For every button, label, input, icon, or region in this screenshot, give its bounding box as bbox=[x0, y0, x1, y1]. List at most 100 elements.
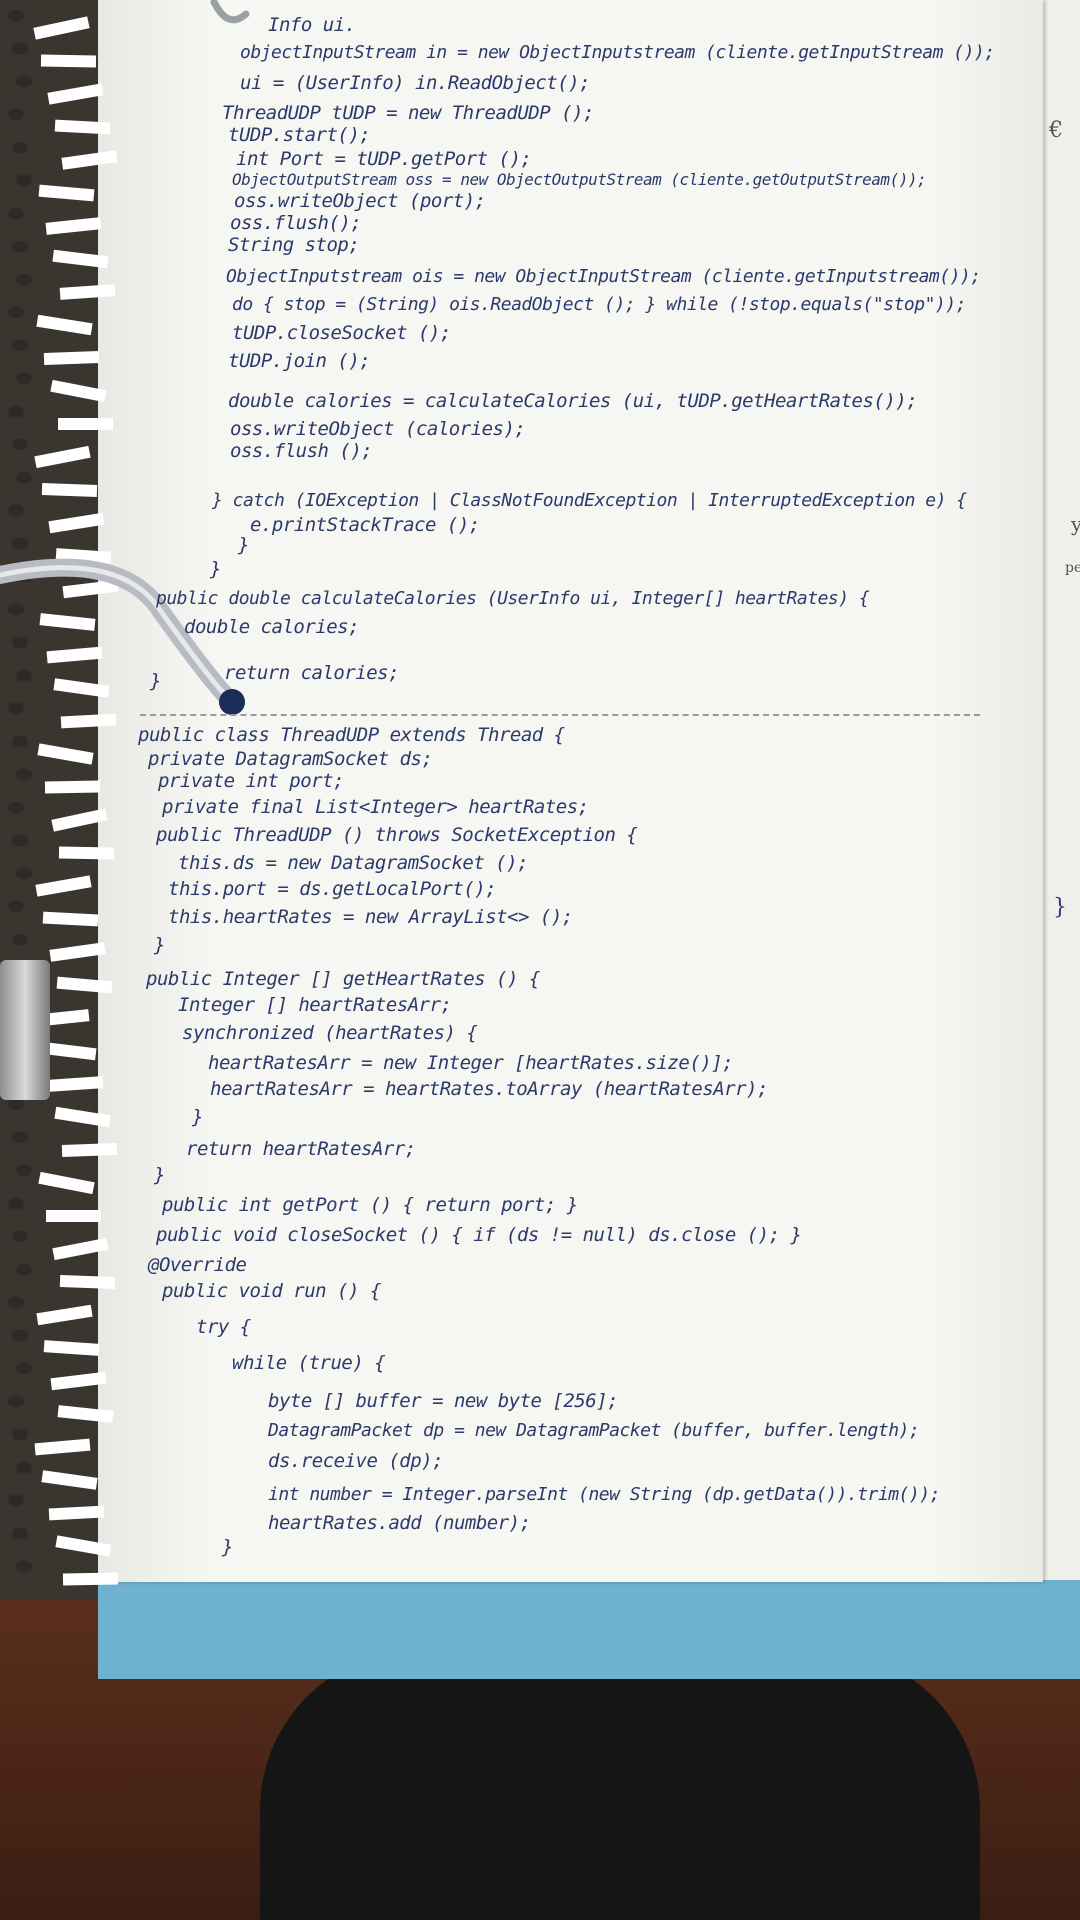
code-line: try { bbox=[196, 1316, 251, 1338]
code-line: } bbox=[238, 534, 249, 556]
torn-paper-strip bbox=[54, 1106, 111, 1128]
code-line: double calories = calculateCalories (ui,… bbox=[228, 390, 918, 412]
torn-paper-strip bbox=[46, 1210, 101, 1222]
punch-hole bbox=[16, 868, 32, 879]
code-line: int number = Integer.parseInt (new Strin… bbox=[268, 1484, 940, 1505]
punch-hole bbox=[8, 406, 24, 417]
code-line: private DatagramSocket ds; bbox=[148, 748, 433, 770]
code-line: } bbox=[154, 934, 165, 956]
torn-paper-strip bbox=[59, 1275, 116, 1289]
code-line: return calories; bbox=[224, 662, 400, 684]
punch-hole bbox=[12, 43, 28, 54]
torn-paper-strip bbox=[49, 942, 106, 962]
punch-hole bbox=[12, 439, 28, 450]
torn-paper-strip bbox=[58, 418, 113, 430]
underlying-page: € y pe bbox=[1040, 0, 1080, 1580]
torn-paper-strip bbox=[33, 16, 90, 40]
torn-paper-strip bbox=[61, 150, 118, 170]
torn-paper-strip bbox=[55, 1535, 112, 1557]
torn-paper-strip bbox=[35, 875, 92, 897]
punch-hole bbox=[12, 1231, 28, 1242]
torn-paper-strip bbox=[41, 483, 98, 497]
code-line: } catch (IOException | ClassNotFoundExce… bbox=[212, 490, 967, 511]
torn-paper-strip bbox=[43, 351, 100, 365]
punch-hole bbox=[16, 373, 32, 384]
torn-paper-strip bbox=[36, 1304, 93, 1326]
torn-paper-strip bbox=[48, 512, 105, 534]
torn-paper-strip bbox=[41, 1470, 98, 1490]
punch-hole bbox=[16, 1264, 32, 1275]
punch-hole bbox=[8, 505, 24, 516]
torn-paper-strip bbox=[47, 83, 104, 105]
torn-paper-strip bbox=[38, 1171, 95, 1195]
torn-paper-strip bbox=[59, 284, 116, 300]
punch-hole bbox=[12, 934, 28, 945]
torn-paper-strip bbox=[45, 217, 102, 235]
code-line: ObjectInputstream ois = new ObjectInputS… bbox=[226, 266, 981, 287]
torn-paper-strip bbox=[34, 445, 91, 469]
code-line: String stop; bbox=[228, 234, 360, 256]
torn-paper-strip bbox=[42, 911, 99, 927]
code-line: } bbox=[210, 558, 221, 580]
torn-paper-strip bbox=[51, 808, 108, 832]
punch-hole bbox=[12, 1330, 28, 1341]
code-line: tUDP.join (); bbox=[228, 350, 371, 372]
code-line: DatagramPacket dp = new DatagramPacket (… bbox=[268, 1420, 920, 1441]
under-page-mark: y bbox=[1071, 512, 1080, 536]
code-line: public Integer [] getHeartRates () { bbox=[146, 968, 540, 990]
code-line: synchronized (heartRates) { bbox=[182, 1022, 478, 1044]
code-line: public void closeSocket () { if (ds != n… bbox=[156, 1224, 802, 1246]
code-line: ds.receive (dp); bbox=[268, 1450, 444, 1472]
code-line: ObjectOutputStream oss = new ObjectOutpu… bbox=[232, 170, 927, 189]
code-line: ui = (UserInfo) in.ReadObject(); bbox=[240, 72, 591, 94]
punch-hole bbox=[16, 1561, 32, 1572]
torn-paper-strip bbox=[44, 780, 101, 794]
punch-hole bbox=[16, 1462, 32, 1473]
code-line: tUDP.start(); bbox=[228, 124, 371, 146]
punch-hole bbox=[16, 175, 32, 186]
code-line: Integer [] heartRatesArr; bbox=[178, 994, 452, 1016]
torn-paper-strip bbox=[34, 1438, 91, 1456]
code-line: } bbox=[192, 1106, 203, 1128]
torn-paper-strip bbox=[38, 184, 95, 202]
punch-hole bbox=[12, 835, 28, 846]
code-line: double calories; bbox=[184, 616, 360, 638]
under-page-mark: pe bbox=[1065, 560, 1080, 576]
section-divider bbox=[140, 714, 980, 716]
code-line: return heartRatesArr; bbox=[186, 1138, 416, 1160]
torn-paper-strip bbox=[36, 314, 93, 336]
code-line: public void run () { bbox=[162, 1280, 381, 1302]
code-line: do { stop = (String) ois.ReadObject (); … bbox=[232, 294, 966, 315]
punch-hole bbox=[16, 670, 32, 681]
code-line: oss.writeObject (calories); bbox=[230, 418, 526, 440]
binder-ring-top bbox=[210, 0, 250, 24]
torn-paper-strip bbox=[52, 1237, 109, 1261]
punch-hole bbox=[8, 703, 24, 714]
punch-hole bbox=[8, 208, 24, 219]
punch-hole bbox=[12, 637, 28, 648]
code-line: } bbox=[150, 670, 161, 692]
torn-paper-strip bbox=[62, 1572, 119, 1586]
punch-hole bbox=[8, 604, 24, 615]
margin-brace: } bbox=[1053, 895, 1067, 920]
code-line: objectInputStream in = new ObjectInputst… bbox=[240, 42, 995, 63]
code-line: public ThreadUDP () throws SocketExcepti… bbox=[156, 824, 638, 846]
punch-hole bbox=[8, 109, 24, 120]
code-line: byte [] buffer = new byte [256]; bbox=[268, 1390, 619, 1412]
code-line: ThreadUDP tUDP = new ThreadUDP (); bbox=[222, 102, 594, 124]
code-line: this.heartRates = new ArrayList<> (); bbox=[168, 906, 573, 928]
notebook-page: } bbox=[98, 0, 1067, 1582]
binder-clip bbox=[0, 960, 50, 1100]
punch-hole bbox=[12, 340, 28, 351]
code-line: public int getPort () { return port; } bbox=[162, 1194, 578, 1216]
torn-paper-strip bbox=[43, 1340, 100, 1356]
punch-hole bbox=[16, 76, 32, 87]
torn-paper-strip bbox=[50, 379, 107, 403]
punch-hole bbox=[8, 307, 24, 318]
punch-hole bbox=[12, 1429, 28, 1440]
torn-paper-strip bbox=[48, 1505, 105, 1521]
code-line: private int port; bbox=[158, 770, 344, 792]
torn-paper-strip bbox=[52, 249, 109, 269]
punch-hole bbox=[16, 769, 32, 780]
torn-paper-strip bbox=[54, 119, 111, 135]
